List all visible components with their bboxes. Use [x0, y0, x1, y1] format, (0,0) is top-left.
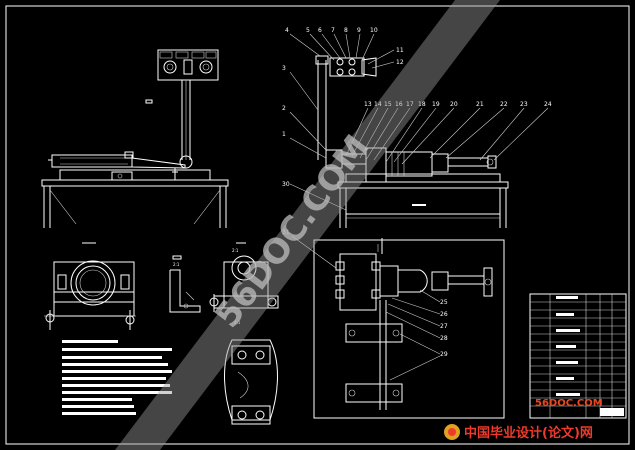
part-number: 12 — [396, 59, 404, 66]
part-number: 8 — [344, 27, 348, 34]
part-number: 17 — [406, 101, 414, 108]
part-number: 7 — [331, 27, 335, 34]
part-number: 23 — [520, 101, 528, 108]
scale-label-3: 4:1 — [234, 320, 241, 325]
detail-view-4-1: 4:1 — [224, 320, 278, 425]
part-number: 11 — [396, 47, 404, 54]
bearing-block-section — [44, 242, 136, 330]
part-number: 27 — [440, 323, 448, 330]
part-number-labels: 4 5 6 7 8 9 10 11 12 13 14 15 16 17 18 1… — [282, 27, 552, 358]
part-number: 3 — [282, 65, 286, 72]
drawing-border — [5, 5, 630, 445]
part-number: 20 — [450, 101, 458, 108]
part-number: 15 — [384, 101, 392, 108]
part-number: 24 — [544, 101, 552, 108]
watermark-site-text: 56DOC.COM — [535, 398, 603, 409]
part-number: 18 — [418, 101, 426, 108]
part-number: 2 — [282, 105, 286, 112]
angle-bracket-view: 2:1 — [169, 255, 201, 313]
part-number: 30 — [282, 181, 290, 188]
part-number: 29 — [440, 351, 448, 358]
watermark-diagonal-text: 56DOC.COM — [207, 128, 377, 336]
part-number: 10 — [370, 27, 378, 34]
site-watermark: 56DOC.COM 中国毕业设计(论文)网 — [444, 398, 603, 441]
side-elevation-view — [289, 33, 549, 228]
part-number: 4 — [285, 27, 289, 34]
part-number: 22 — [500, 101, 508, 108]
technical-notes-block — [62, 340, 172, 415]
watermark-title-text: 中国毕业设计(论文)网 — [464, 425, 593, 441]
part-number: 25 — [440, 299, 448, 306]
left-front-view — [41, 49, 229, 228]
part-number: 6 — [318, 27, 322, 34]
part-number: 9 — [357, 27, 361, 34]
scale-label-1: 2:1 — [173, 262, 180, 267]
part-number: 13 — [364, 101, 372, 108]
part-number: 5 — [306, 27, 310, 34]
part-number: 26 — [440, 311, 448, 318]
part-number: 31 — [282, 229, 290, 236]
part-number: 19 — [432, 101, 440, 108]
part-number: 16 — [395, 101, 403, 108]
parts-list-table — [529, 293, 627, 419]
part-number: 14 — [374, 101, 382, 108]
plan-view — [291, 235, 505, 419]
scale-label-2: 2:1 — [232, 248, 239, 253]
part-number: 21 — [476, 101, 484, 108]
part-number: 28 — [440, 335, 448, 342]
part-number: 1 — [282, 131, 286, 138]
small-bearing-view: 2:1 — [209, 242, 279, 312]
